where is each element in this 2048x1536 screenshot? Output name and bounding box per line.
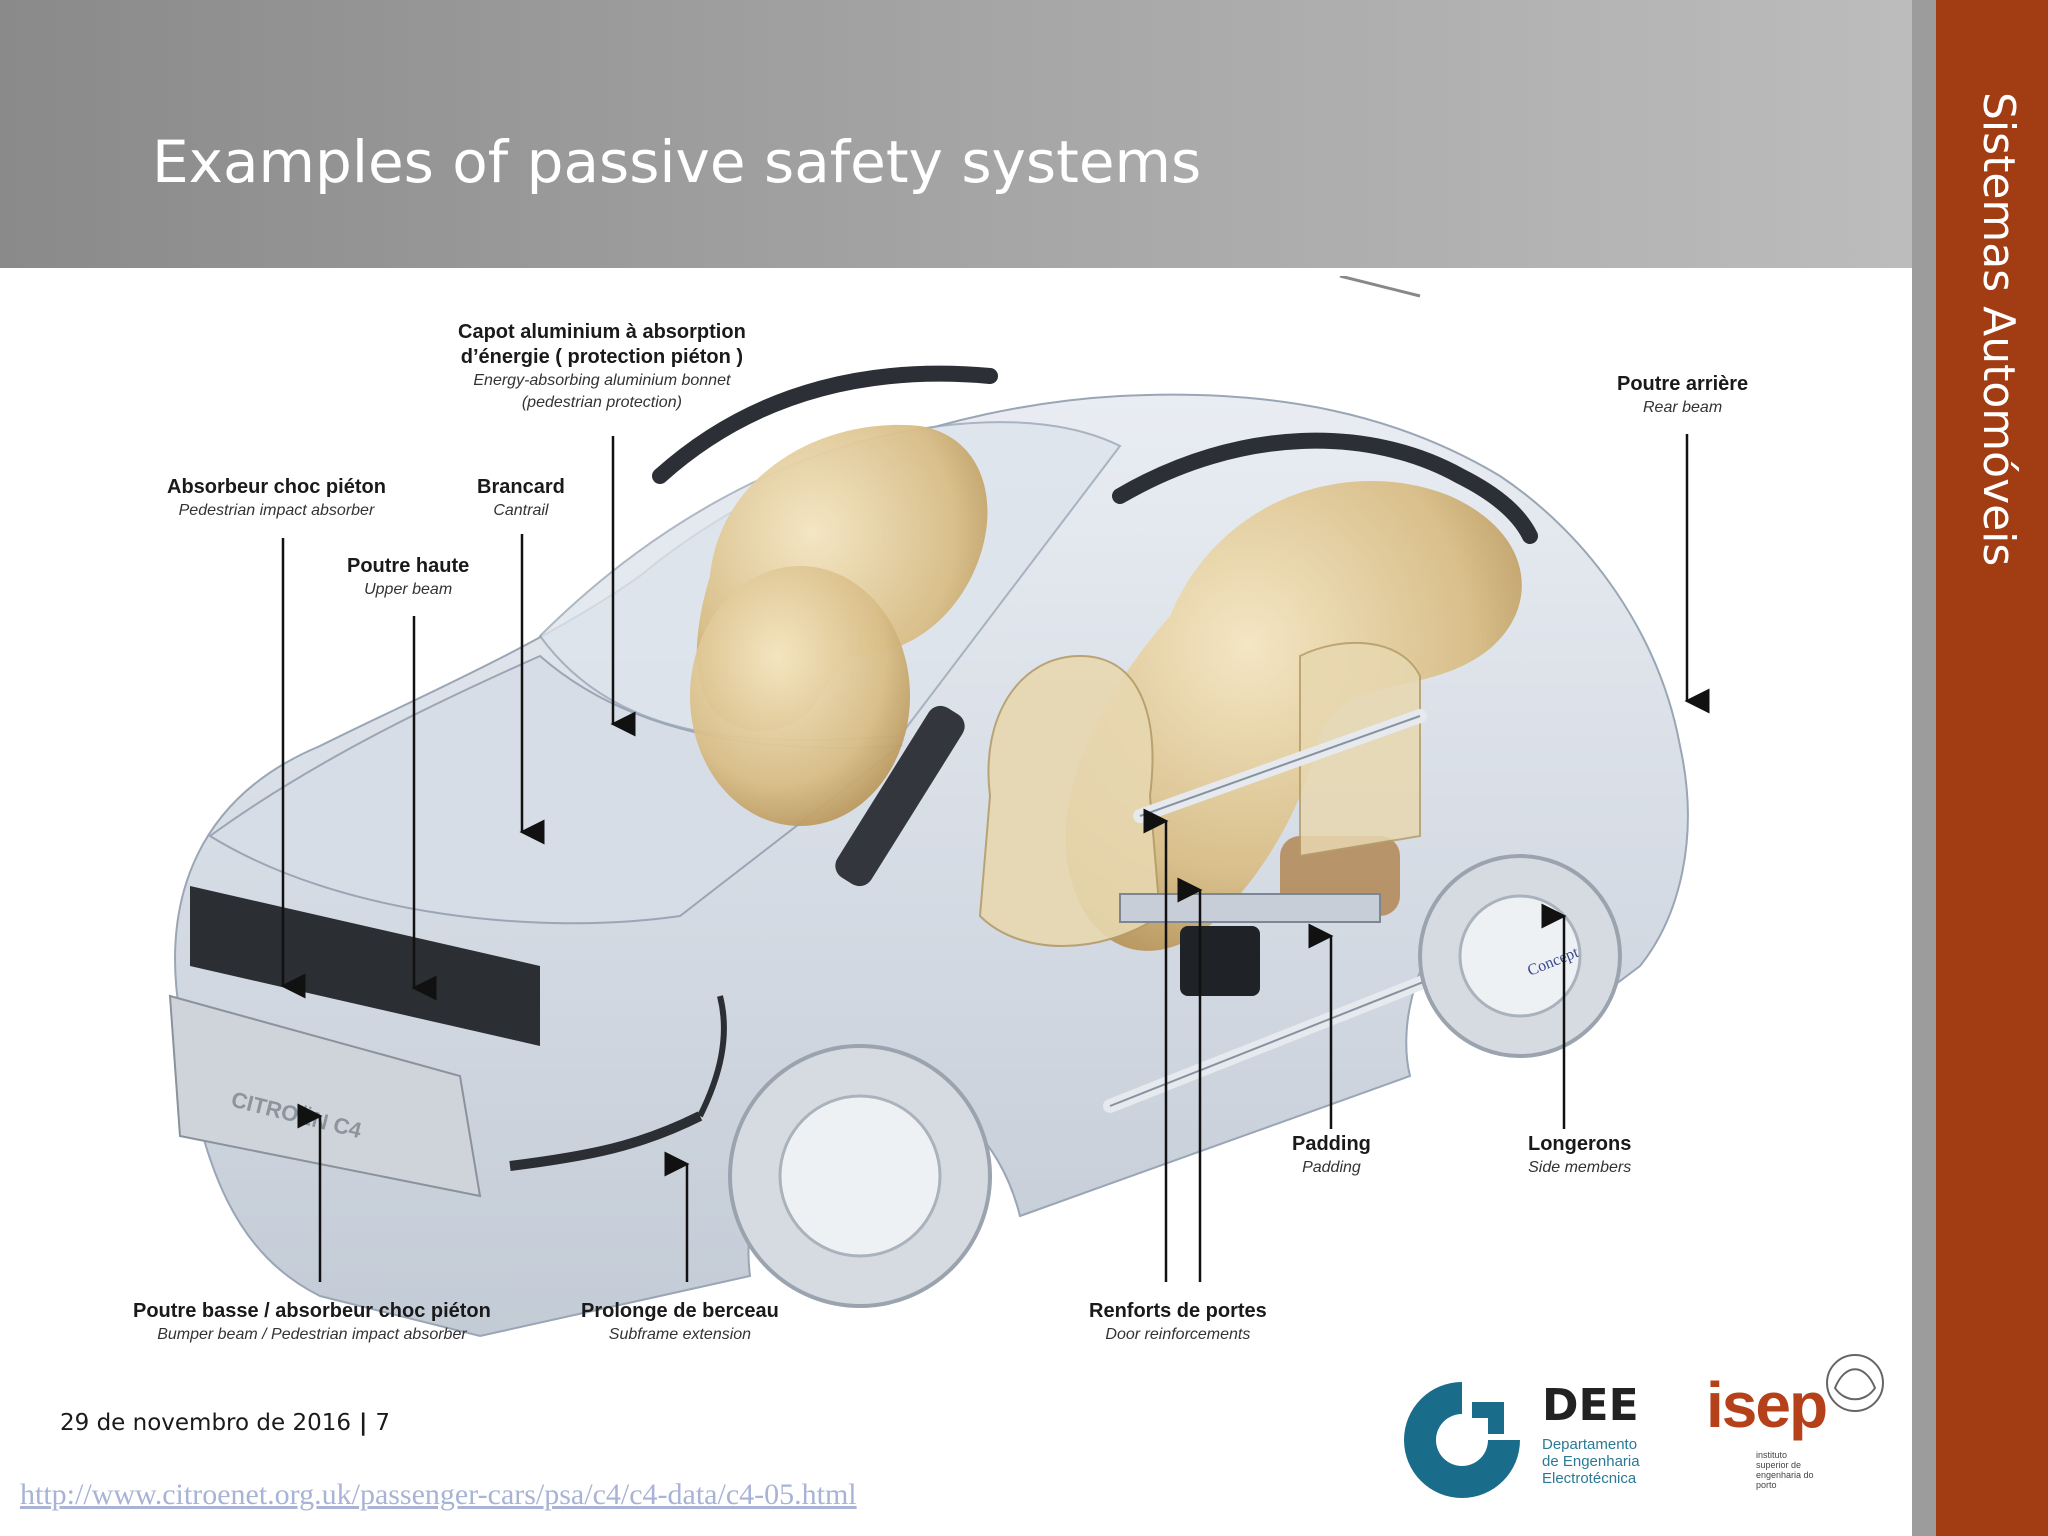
front-seat	[978, 654, 1162, 947]
subframe-extension	[509, 1111, 703, 1171]
footer-separator: |	[358, 1410, 368, 1436]
dee-subtitle: Departamento de Engenharia Electrotécnic…	[1542, 1436, 1640, 1487]
airbag-driver	[690, 566, 910, 826]
callout-rear-beam: Poutre arrière Rear beam	[1617, 373, 1749, 416]
isep-emblem-icon	[1826, 1354, 1884, 1412]
side-grey-strip	[1912, 0, 1936, 1536]
dee-logo-mark	[1404, 1382, 1520, 1498]
slide-title: Examples of passive safety systems	[152, 128, 1202, 196]
page-number: 7	[375, 1410, 391, 1436]
isep-logo: isep instituto superior de engenharia do…	[1700, 1348, 1890, 1504]
dee-name: DEE	[1542, 1380, 1639, 1431]
roof-rail-left	[652, 365, 998, 484]
callout-cantrail: Brancard Cantrail	[477, 476, 565, 519]
slide-date: 29 de novembro de 2016	[60, 1410, 351, 1436]
callout-bonnet: Capot aluminium à absorption d’énergie (…	[458, 321, 746, 411]
seat-block	[1180, 926, 1260, 996]
dee-logo: DEE Departamento de Engenharia Electroté…	[1392, 1372, 1712, 1502]
bumper-absorber	[168, 994, 482, 1198]
callout-door-reinforcements: Renforts de portes Door reinforcements	[1089, 1300, 1267, 1343]
bumper-beam	[190, 886, 540, 1046]
car-illustration: Concept CITROËN C4	[168, 276, 1710, 1338]
callout-upper-beam: Poutre haute Upper beam	[347, 555, 470, 598]
header-band: Examples of passive safety systems	[0, 0, 1912, 268]
rear-seat	[1299, 641, 1421, 858]
isep-name: isep	[1706, 1369, 1828, 1441]
isep-subtitle: instituto superior de engenharia do port…	[1756, 1450, 1814, 1490]
callout-side-members: Longerons Side members	[1528, 1133, 1632, 1176]
source-link[interactable]: http://www.citroenet.org.uk/passenger-ca…	[20, 1478, 857, 1511]
side-title: Sistemas Automóveis	[1973, 92, 2024, 567]
callout-arrows	[280, 434, 1710, 1282]
callout-bumper-beam: Poutre basse / absorbeur choc piéton Bum…	[133, 1300, 491, 1343]
side-band	[1936, 0, 2048, 1536]
roof-rail-right	[1112, 432, 1538, 544]
steering-column	[835, 705, 965, 887]
callout-padding: Padding Padding	[1292, 1133, 1371, 1176]
callout-subframe: Prolonge de berceau Subframe extension	[581, 1300, 779, 1343]
slide-footer: 29 de novembro de 2016 | 7	[60, 1410, 390, 1436]
airbag-curtain	[1065, 481, 1522, 951]
callout-pedestrian-absorber: Absorbeur choc piéton Pedestrian impact …	[167, 476, 386, 519]
padding-plate	[1119, 893, 1381, 923]
